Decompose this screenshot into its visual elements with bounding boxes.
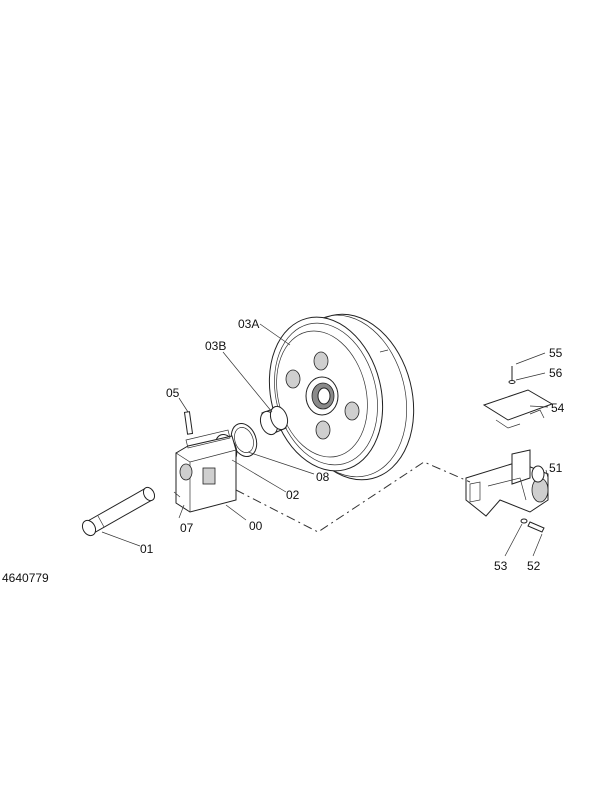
callout-56: 56 (549, 366, 563, 380)
callout-53: 53 (494, 559, 508, 573)
callout-08: 08 (316, 470, 330, 484)
callout-02: 02 (286, 488, 300, 502)
shaft (81, 486, 156, 537)
callout-labels: 55 56 54 51 53 52 03A 03B 05 08 02 07 00… (140, 317, 565, 573)
callout-05: 05 (166, 386, 180, 400)
clamp-assembly (465, 449, 549, 517)
bracket-housing (175, 429, 237, 513)
assembly-centerline (235, 461, 471, 533)
callout-55: 55 (549, 346, 563, 360)
bushing (259, 405, 289, 436)
cover-plate (482, 389, 554, 429)
callout-03B: 03B (205, 339, 226, 353)
pin (183, 411, 194, 435)
screw-and-washer (508, 366, 516, 384)
callout-01: 01 (140, 542, 154, 556)
bolt-and-washer (520, 518, 545, 533)
callout-00: 00 (249, 519, 263, 533)
drawing-number: 4640779 (2, 571, 49, 585)
callout-07: 07 (180, 521, 194, 535)
callout-54: 54 (551, 401, 565, 415)
leader-lines (101, 323, 549, 557)
idler-wheel (268, 313, 415, 481)
callout-52: 52 (527, 559, 541, 573)
callout-03A: 03A (238, 317, 259, 331)
callout-51: 51 (549, 461, 563, 475)
